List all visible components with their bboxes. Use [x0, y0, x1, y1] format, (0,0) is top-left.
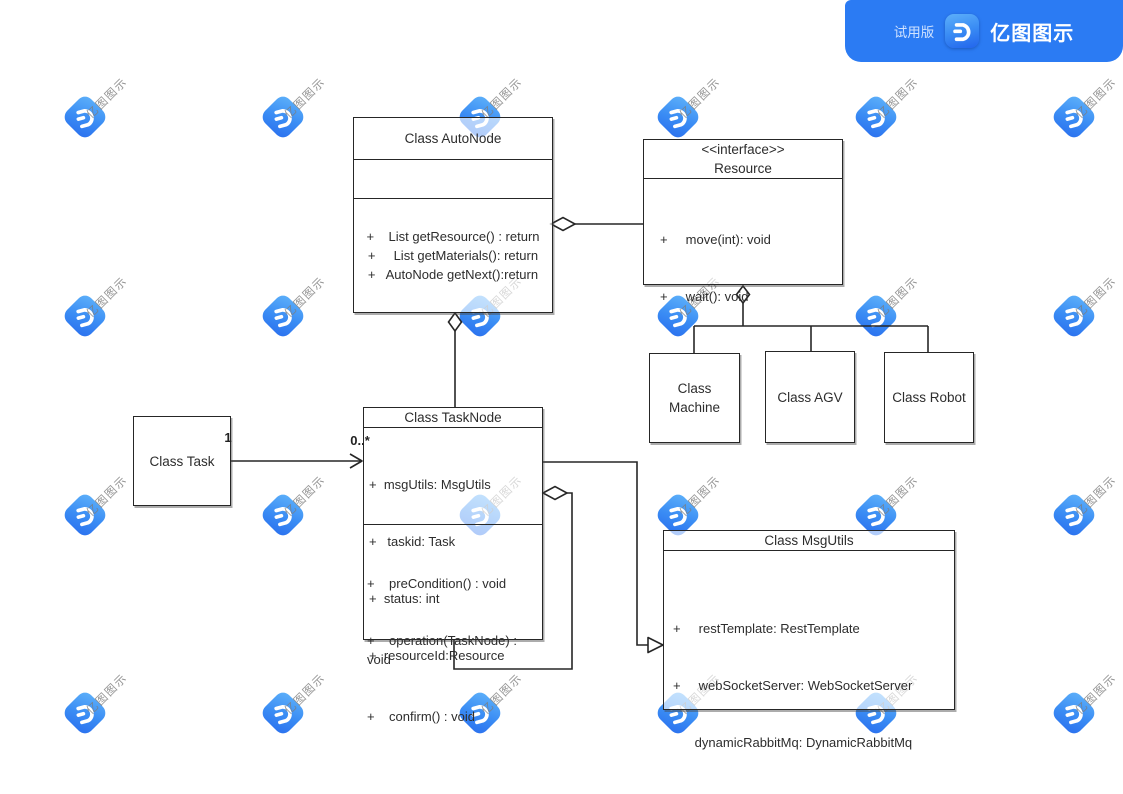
- edraw-logo-icon: [455, 688, 505, 738]
- class-machine[interactable]: Class Machine: [649, 353, 740, 443]
- method: + wait(): void: [660, 289, 749, 304]
- methods-compartment: + move(int): void + wait(): void: [644, 178, 842, 344]
- method: + confirm() : void: [367, 709, 475, 724]
- method: + preCondition() : void: [367, 576, 507, 591]
- edraw-logo-icon: [851, 490, 901, 540]
- attribute: + webSocketServer: WebSocketServer: [673, 678, 913, 693]
- class-agv[interactable]: Class AGV: [765, 351, 855, 443]
- edraw-logo-icon: [653, 92, 703, 142]
- methods-compartment: + List getResource() : return + List get…: [354, 198, 552, 312]
- edraw-logo-icon: [1049, 291, 1099, 341]
- edraw-logo-icon: [258, 688, 308, 738]
- attribute: + taskid: Task: [369, 534, 456, 549]
- connector-tasknode-msgutils[interactable]: [543, 462, 663, 653]
- brand-header: 试用版 亿图图示: [845, 0, 1123, 62]
- connector-line[interactable]: [543, 462, 648, 645]
- class-task[interactable]: Class Task: [133, 416, 231, 506]
- trial-version-label: 试用版: [893, 25, 935, 40]
- multiplicity-label: 1: [224, 430, 232, 445]
- connector-autonode-resource[interactable]: [551, 218, 643, 231]
- interface-title: <<interface>> Resource: [644, 140, 842, 178]
- attribute: + resourceId:Resource: [369, 648, 505, 663]
- class-title: Class TaskNode: [404, 410, 502, 425]
- edraw-logo-icon: [1049, 92, 1099, 142]
- edraw-logo-icon: [653, 490, 703, 540]
- hollow-triangle-arrowhead[interactable]: [648, 638, 663, 653]
- class-title: Class Machine: [668, 381, 721, 415]
- edraw-logo-icon: [60, 490, 110, 540]
- attributes-compartment: + restTemplate: RestTemplate + webSocket…: [664, 550, 954, 790]
- class-robot[interactable]: Class Robot: [884, 352, 974, 443]
- edraw-logo-icon: [851, 291, 901, 341]
- method: + AutoNode getNext():return: [367, 267, 539, 282]
- edraw-logo-icon: [1049, 688, 1099, 738]
- attribute: + status: int: [369, 591, 440, 606]
- attribute: dynamicRabbitMq: DynamicRabbitMq: [673, 735, 913, 750]
- edraw-logo-icon: [1049, 490, 1099, 540]
- class-title: Class Robot: [892, 390, 966, 405]
- class-tasknode[interactable]: Class TaskNode + msgUtils: MsgUtils + ta…: [363, 407, 543, 724]
- self-loop-line[interactable]: [454, 493, 572, 669]
- method: + move(int): void: [660, 232, 771, 247]
- brand-name: 亿图图示: [990, 22, 1075, 45]
- aggregation-diamond[interactable]: [449, 313, 462, 331]
- attributes-compartment: [354, 159, 552, 198]
- edraw-logo-icon: [258, 291, 308, 341]
- edraw-logo-icon: [60, 92, 110, 142]
- method: + List getResource() : return: [366, 229, 540, 244]
- interface-name: Resource: [714, 161, 772, 176]
- attributes-compartment: + msgUtils: MsgUtils + taskid: Task + st…: [364, 427, 542, 663]
- connector-tasknode-self[interactable]: [454, 487, 572, 670]
- aggregation-diamond[interactable]: [543, 487, 567, 500]
- open-arrowhead[interactable]: [350, 454, 362, 468]
- connector-task-tasknode[interactable]: [231, 454, 362, 468]
- interface-resource[interactable]: <<interface>> Resource + move(int): void…: [643, 139, 843, 304]
- edraw-logo-icon: [60, 291, 110, 341]
- connector-resource-implementations[interactable]: [694, 286, 928, 353]
- attribute: + restTemplate: RestTemplate: [673, 621, 860, 636]
- class-title: Class AutoNode: [404, 131, 502, 146]
- class-title: Class AGV: [777, 389, 843, 405]
- aggregation-diamond[interactable]: [551, 218, 575, 231]
- class-autonode[interactable]: Class AutoNode + List getResource() : re…: [353, 117, 553, 313]
- multiplicity-label: 0..*: [350, 433, 370, 448]
- connector-autonode-tasknode[interactable]: [449, 313, 462, 407]
- edraw-logo-icon: [851, 92, 901, 142]
- edraw-logo-icon: [60, 688, 110, 738]
- stereotype: <<interface>>: [701, 142, 785, 157]
- class-title: Class Task: [149, 453, 215, 469]
- class-title: Class MsgUtils: [764, 533, 854, 548]
- class-msgutils[interactable]: Class MsgUtils + restTemplate: RestTempl…: [663, 530, 955, 750]
- edraw-logo-icon: [258, 92, 308, 142]
- method: + List getMaterials(): return: [367, 248, 539, 263]
- edraw-logo-icon: [653, 291, 703, 341]
- attribute: + msgUtils: MsgUtils: [369, 477, 491, 492]
- edraw-logo-icon: [258, 490, 308, 540]
- method: + operation(TaskNode) : void: [367, 633, 517, 667]
- edraw-logo-icon: [945, 14, 980, 48]
- methods-compartment: + preCondition() : void + operation(Task…: [364, 524, 542, 764]
